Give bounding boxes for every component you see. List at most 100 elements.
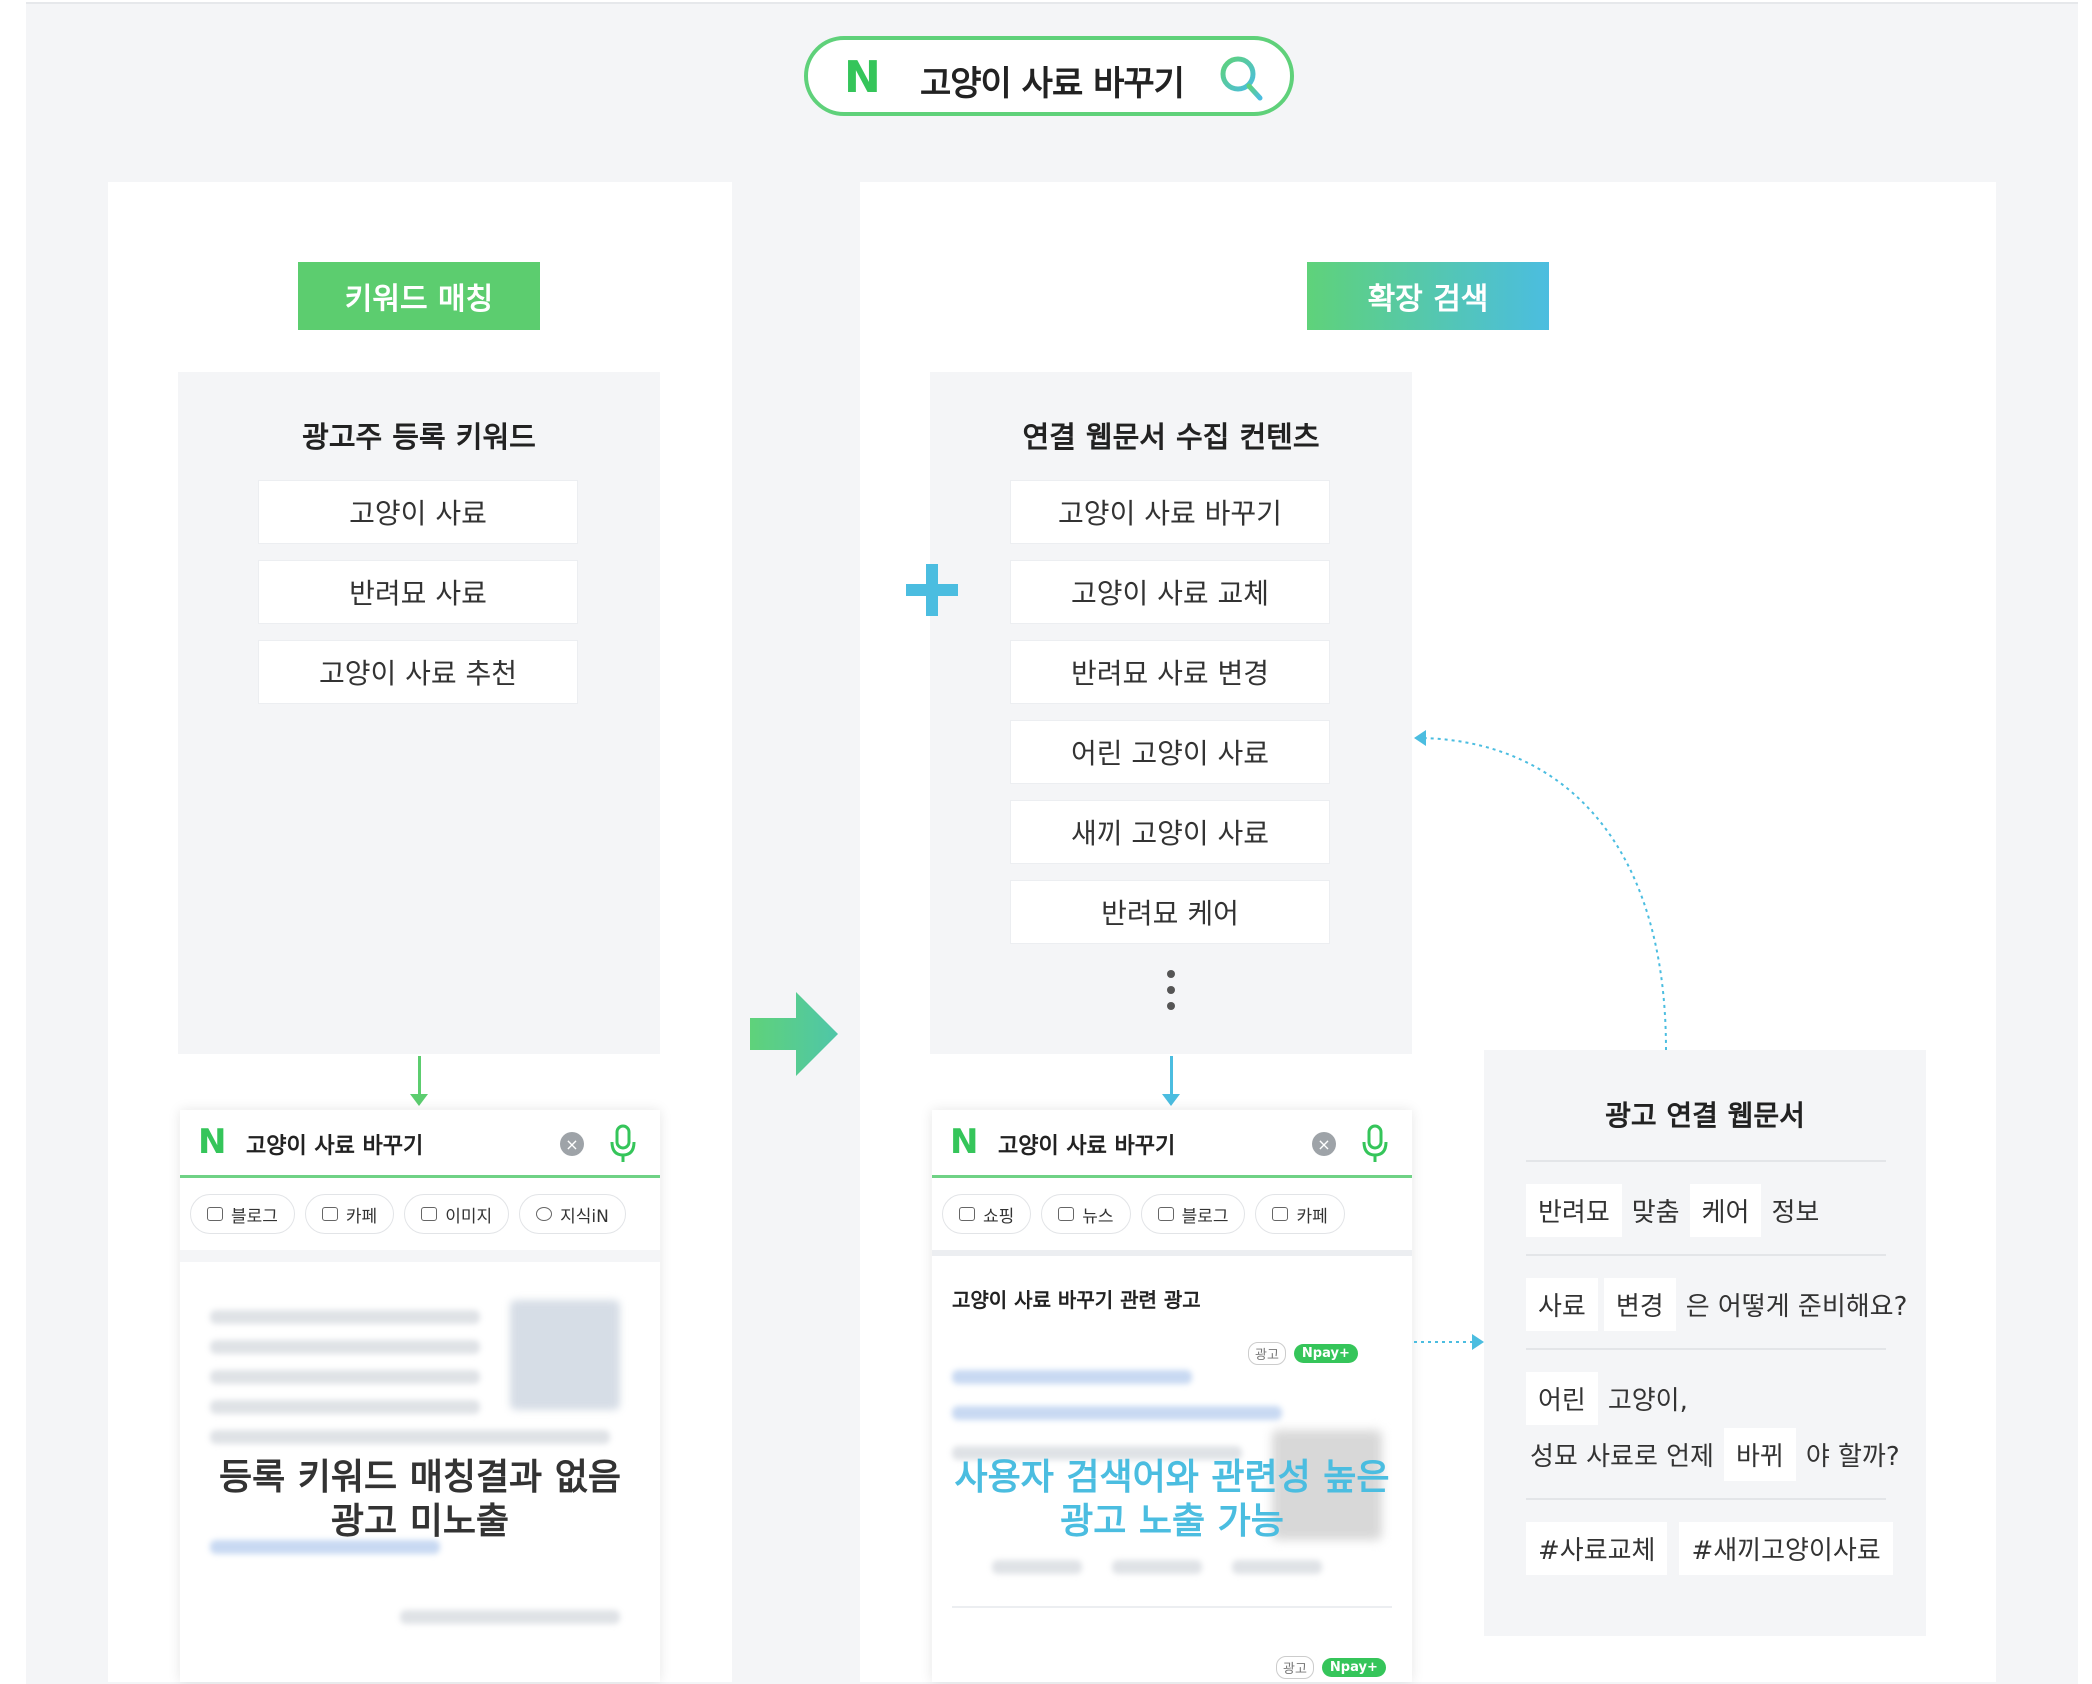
tab-kin[interactable]: 지식iN: [519, 1194, 626, 1234]
tab-chips: 블로그 카페 이미지 지식iN: [190, 1194, 626, 1238]
phone-search-query: 고양이 사료 바꾸기: [246, 1134, 424, 1159]
webdoc-row: 성묘 사료로 언제 바뀌 야 할까?: [1526, 1428, 1904, 1481]
ad-exposure-line1: 사용자 검색어와 관련성 높은: [954, 1457, 1390, 1498]
webdoc-row: 반려묘 맞춤 케어 정보: [1526, 1184, 1823, 1237]
tab-blog[interactable]: 블로그: [1140, 1194, 1246, 1234]
ad-badges: 광고 Npay+: [1276, 1656, 1386, 1679]
shopping-bag-icon: [959, 1207, 975, 1221]
blog-icon: [1157, 1207, 1174, 1221]
content-item: 고양이 사료 바꾸기: [1010, 480, 1330, 544]
tab-label: 블로그: [231, 1206, 278, 1227]
extended-search-tag: 확장 검색: [1307, 262, 1549, 330]
ad-section-heading: 고양이 사료 바꾸기 관련 광고: [952, 1288, 1201, 1312]
tab-cafe[interactable]: 카페: [1255, 1194, 1345, 1234]
blog-icon: [207, 1207, 223, 1221]
ad-exposure-message: 사용자 검색어와 관련성 높은 광고 노출 가능: [932, 1456, 1412, 1544]
hashtag-row: #사료교체 #새끼고양이사료: [1526, 1522, 1893, 1575]
plain-word: 맞춤: [1631, 1198, 1680, 1228]
clear-icon[interactable]: ×: [1312, 1132, 1336, 1156]
mic-icon[interactable]: [1360, 1124, 1390, 1164]
tab-chips: 쇼핑 뉴스 블로그 카페: [942, 1194, 1345, 1238]
no-match-message: 등록 키워드 매칭결과 없음 광고 미노출: [180, 1456, 660, 1544]
divider: [1526, 1160, 1886, 1162]
advertiser-keyword-title: 광고주 등록 키워드: [302, 420, 536, 454]
content-item: 어린 고양이 사료: [1010, 720, 1330, 784]
content-item: 반려묘 사료 변경: [1010, 640, 1330, 704]
image-icon: [421, 1207, 438, 1221]
right-arrow-icon: [750, 992, 838, 1076]
plain-word: 은 어떻게 준비해요?: [1685, 1292, 1908, 1322]
plain-word: 고양이,: [1607, 1386, 1688, 1416]
plain-word: 정보: [1771, 1198, 1820, 1228]
divider: [180, 1250, 660, 1262]
divider: [1526, 1254, 1886, 1256]
keyword-item: 고양이 사료 추천: [258, 640, 578, 704]
kin-icon: [536, 1207, 553, 1221]
search-icon[interactable]: [1218, 52, 1266, 104]
plain-word: 야 할까?: [1805, 1442, 1900, 1472]
phone-search-bar[interactable]: N 고양이 사료 바꾸기 ×: [180, 1110, 660, 1178]
tab-label: 쇼핑: [983, 1206, 1015, 1227]
naver-logo-icon: N: [844, 52, 881, 103]
keyword-matching-tag: 키워드 매칭: [298, 262, 540, 330]
content-item: 반려묘 케어: [1010, 880, 1330, 944]
cafe-icon: [321, 1207, 338, 1221]
webdoc-title: 광고 연결 웹문서: [1605, 1099, 1805, 1132]
content-item: 고양이 사료 교체: [1010, 560, 1330, 624]
blurred-results: [210, 1300, 620, 1630]
dotted-connector: [1414, 730, 1667, 1350]
webdoc-row: 사료 변경 은 어떻게 준비해요?: [1526, 1278, 1911, 1331]
tab-cafe[interactable]: 카페: [304, 1194, 395, 1234]
keyword-item: 고양이 사료: [258, 480, 578, 544]
divider: [932, 1250, 1412, 1256]
naver-logo-icon: N: [950, 1122, 979, 1162]
npay-badge: Npay+: [1293, 1344, 1358, 1363]
collected-content-title: 연결 웹문서 수집 컨텐츠: [1022, 420, 1320, 454]
tab-blog[interactable]: 블로그: [190, 1194, 295, 1234]
phone-search-bar[interactable]: N 고양이 사료 바꾸기 ×: [932, 1110, 1412, 1178]
tab-news[interactable]: 뉴스: [1041, 1194, 1131, 1234]
ad-badge: 광고: [1248, 1342, 1286, 1365]
plain-word: 성묘 사료로 언제: [1530, 1442, 1714, 1472]
tab-label: 카페: [1296, 1206, 1328, 1227]
ad-linked-webdoc: 광고 연결 웹문서 반려묘 맞춤 케어 정보 사료 변경 은 어떻게 준비해요?…: [1484, 1050, 1926, 1636]
blurred-ads: [952, 1370, 1392, 1670]
clear-icon[interactable]: ×: [560, 1132, 584, 1156]
news-icon: [1058, 1207, 1075, 1221]
tab-label: 카페: [345, 1206, 378, 1227]
tab-image[interactable]: 이미지: [404, 1194, 510, 1234]
plus-icon: [906, 564, 958, 616]
more-dots-icon: [1167, 970, 1175, 1010]
matched-word: 바뀌: [1723, 1428, 1796, 1481]
cafe-icon: [1272, 1207, 1289, 1221]
webdoc-row: 어린 고양이,: [1526, 1372, 1692, 1425]
divider: [1526, 1498, 1886, 1500]
tab-label: 이미지: [445, 1206, 493, 1227]
keyword-item: 반려묘 사료: [258, 560, 578, 624]
hashtag: #사료교체: [1526, 1522, 1668, 1575]
search-query: 고양이 사료 바꾸기: [920, 64, 1185, 104]
search-result-phone-left: N 고양이 사료 바꾸기 × 블로그 카페 이미지 지식iN 등록 키워드 매칭…: [180, 1110, 660, 1682]
tab-label: 지식iN: [560, 1206, 609, 1227]
top-search-bar[interactable]: N 고양이 사료 바꾸기: [804, 36, 1294, 116]
advertiser-keyword-box: 광고주 등록 키워드 고양이 사료 반려묘 사료 고양이 사료 추천: [178, 372, 660, 1054]
divider: [1526, 1348, 1886, 1350]
matched-word: 반려묘: [1526, 1184, 1622, 1237]
matched-word: 케어: [1689, 1184, 1762, 1237]
npay-badge: Npay+: [1321, 1658, 1386, 1677]
tab-label: 뉴스: [1082, 1206, 1114, 1227]
ad-badge: 광고: [1276, 1656, 1314, 1679]
tab-shopping[interactable]: 쇼핑: [942, 1194, 1032, 1234]
matched-word: 어린: [1526, 1372, 1598, 1425]
naver-logo-icon: N: [198, 1122, 227, 1162]
content-item: 새끼 고양이 사료: [1010, 800, 1330, 864]
tab-label: 블로그: [1181, 1206, 1229, 1227]
phone-search-query: 고양이 사료 바꾸기: [998, 1134, 1176, 1159]
mic-icon[interactable]: [608, 1124, 638, 1164]
collected-content-box: 연결 웹문서 수집 컨텐츠 고양이 사료 바꾸기 고양이 사료 교체 반려묘 사…: [930, 372, 1412, 1054]
hashtag: #새끼고양이사료: [1679, 1522, 1893, 1575]
matched-word: 변경: [1603, 1278, 1676, 1331]
matched-word: 사료: [1526, 1278, 1598, 1331]
ad-exposure-line2: 광고 노출 가능: [1060, 1501, 1284, 1542]
no-match-line2: 광고 미노출: [330, 1501, 510, 1542]
